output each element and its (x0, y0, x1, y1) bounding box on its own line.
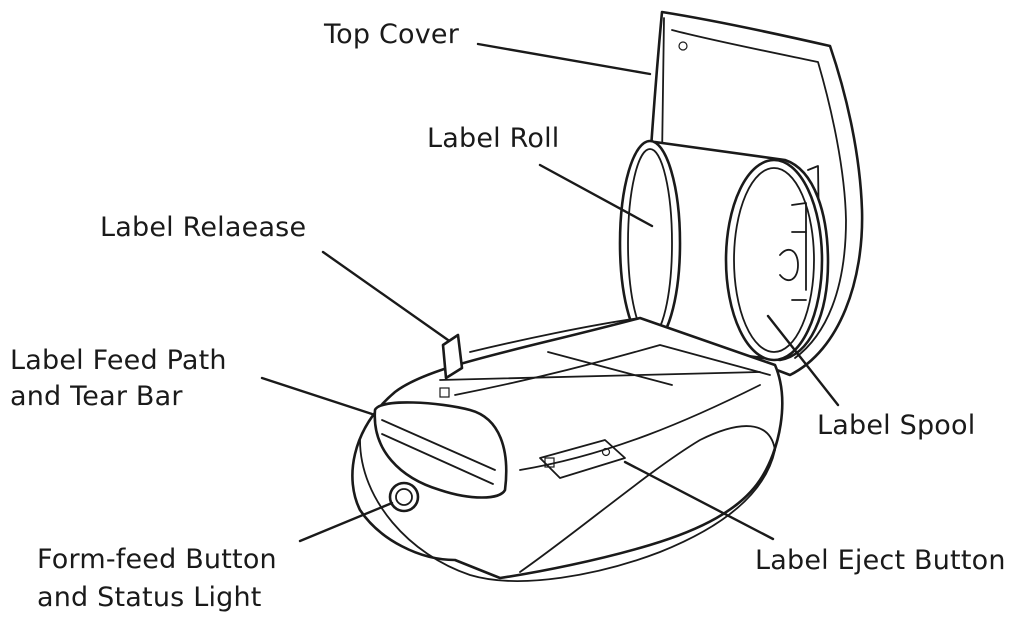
label-feed-path-label-line1: Label Feed Path (10, 345, 227, 376)
form-feed-label-line1: Form-feed Button (37, 544, 277, 575)
leader-form-feed (298, 501, 394, 543)
leader-top-cover (476, 42, 652, 76)
leader-label-feed-path (260, 376, 374, 416)
leader-label-roll (538, 163, 654, 228)
printer-body-illustration (351, 316, 784, 582)
label-eject-label: Label Eject Button (755, 545, 1006, 576)
top-cover-label: Top Cover (324, 19, 460, 50)
label-roll-label: Label Roll (427, 123, 560, 154)
label-feed-path-label-line2: and Tear Bar (10, 381, 183, 412)
form-feed-label-line2: and Status Light (37, 582, 262, 613)
leader-label-eject (623, 460, 775, 541)
label-release-label: Label Relaease (100, 212, 307, 243)
label-spool-label: Label Spool (817, 410, 976, 441)
leader-label-spool (766, 314, 840, 407)
leader-lines (260, 42, 840, 543)
leader-label-release (321, 250, 450, 342)
